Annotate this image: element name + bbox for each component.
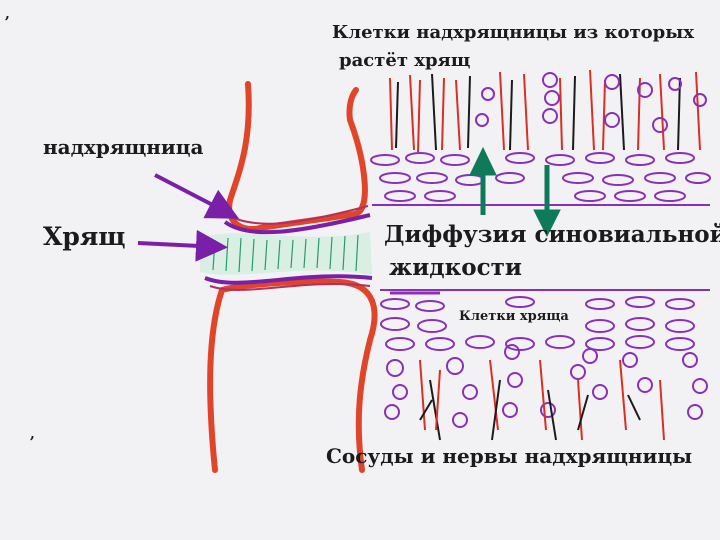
top-purple-circles [475, 72, 707, 133]
cartilage-layer [200, 232, 372, 275]
diffusion-arrow-down [533, 165, 561, 238]
vessels-nerves-label: Сосуды и нервы надхрящницы [326, 444, 693, 468]
diffusion-label-line1: Диффузия синовиальной [384, 221, 720, 248]
perichondrium-pointer-arrow [154, 173, 240, 219]
upper-flat-cells [370, 152, 711, 202]
comma-mark-bottom: , [30, 426, 35, 442]
cartilage-cells-label: Клетки хряща [459, 309, 569, 324]
diffusion-arrow-up [469, 146, 497, 215]
vessels-and-nerves [419, 359, 665, 441]
upper-bone [226, 81, 368, 232]
cartilage-pointer-arrow [137, 229, 228, 262]
comma-mark-top: , [5, 6, 10, 22]
perichondrium-label: надхрящница [43, 135, 204, 159]
lower-bone [219, 278, 378, 473]
perichondrium-cells-label-line1: Клетки надхрящницы из которых [332, 22, 694, 43]
cartilage-label: Хрящ [43, 222, 126, 251]
cartilage-cell-circles [384, 344, 708, 428]
diffusion-label-line2: жидкости [389, 254, 522, 281]
histology-sketch [370, 69, 711, 441]
perichondrium-cell-fibres [389, 69, 701, 153]
perichondrium-cells-label-line2: растёт хрящ [339, 50, 471, 71]
lower-flat-cells [380, 296, 695, 351]
lower-perichondrium [204, 274, 373, 285]
upper-perichondrium [223, 213, 371, 235]
joint-sketch [137, 81, 378, 473]
